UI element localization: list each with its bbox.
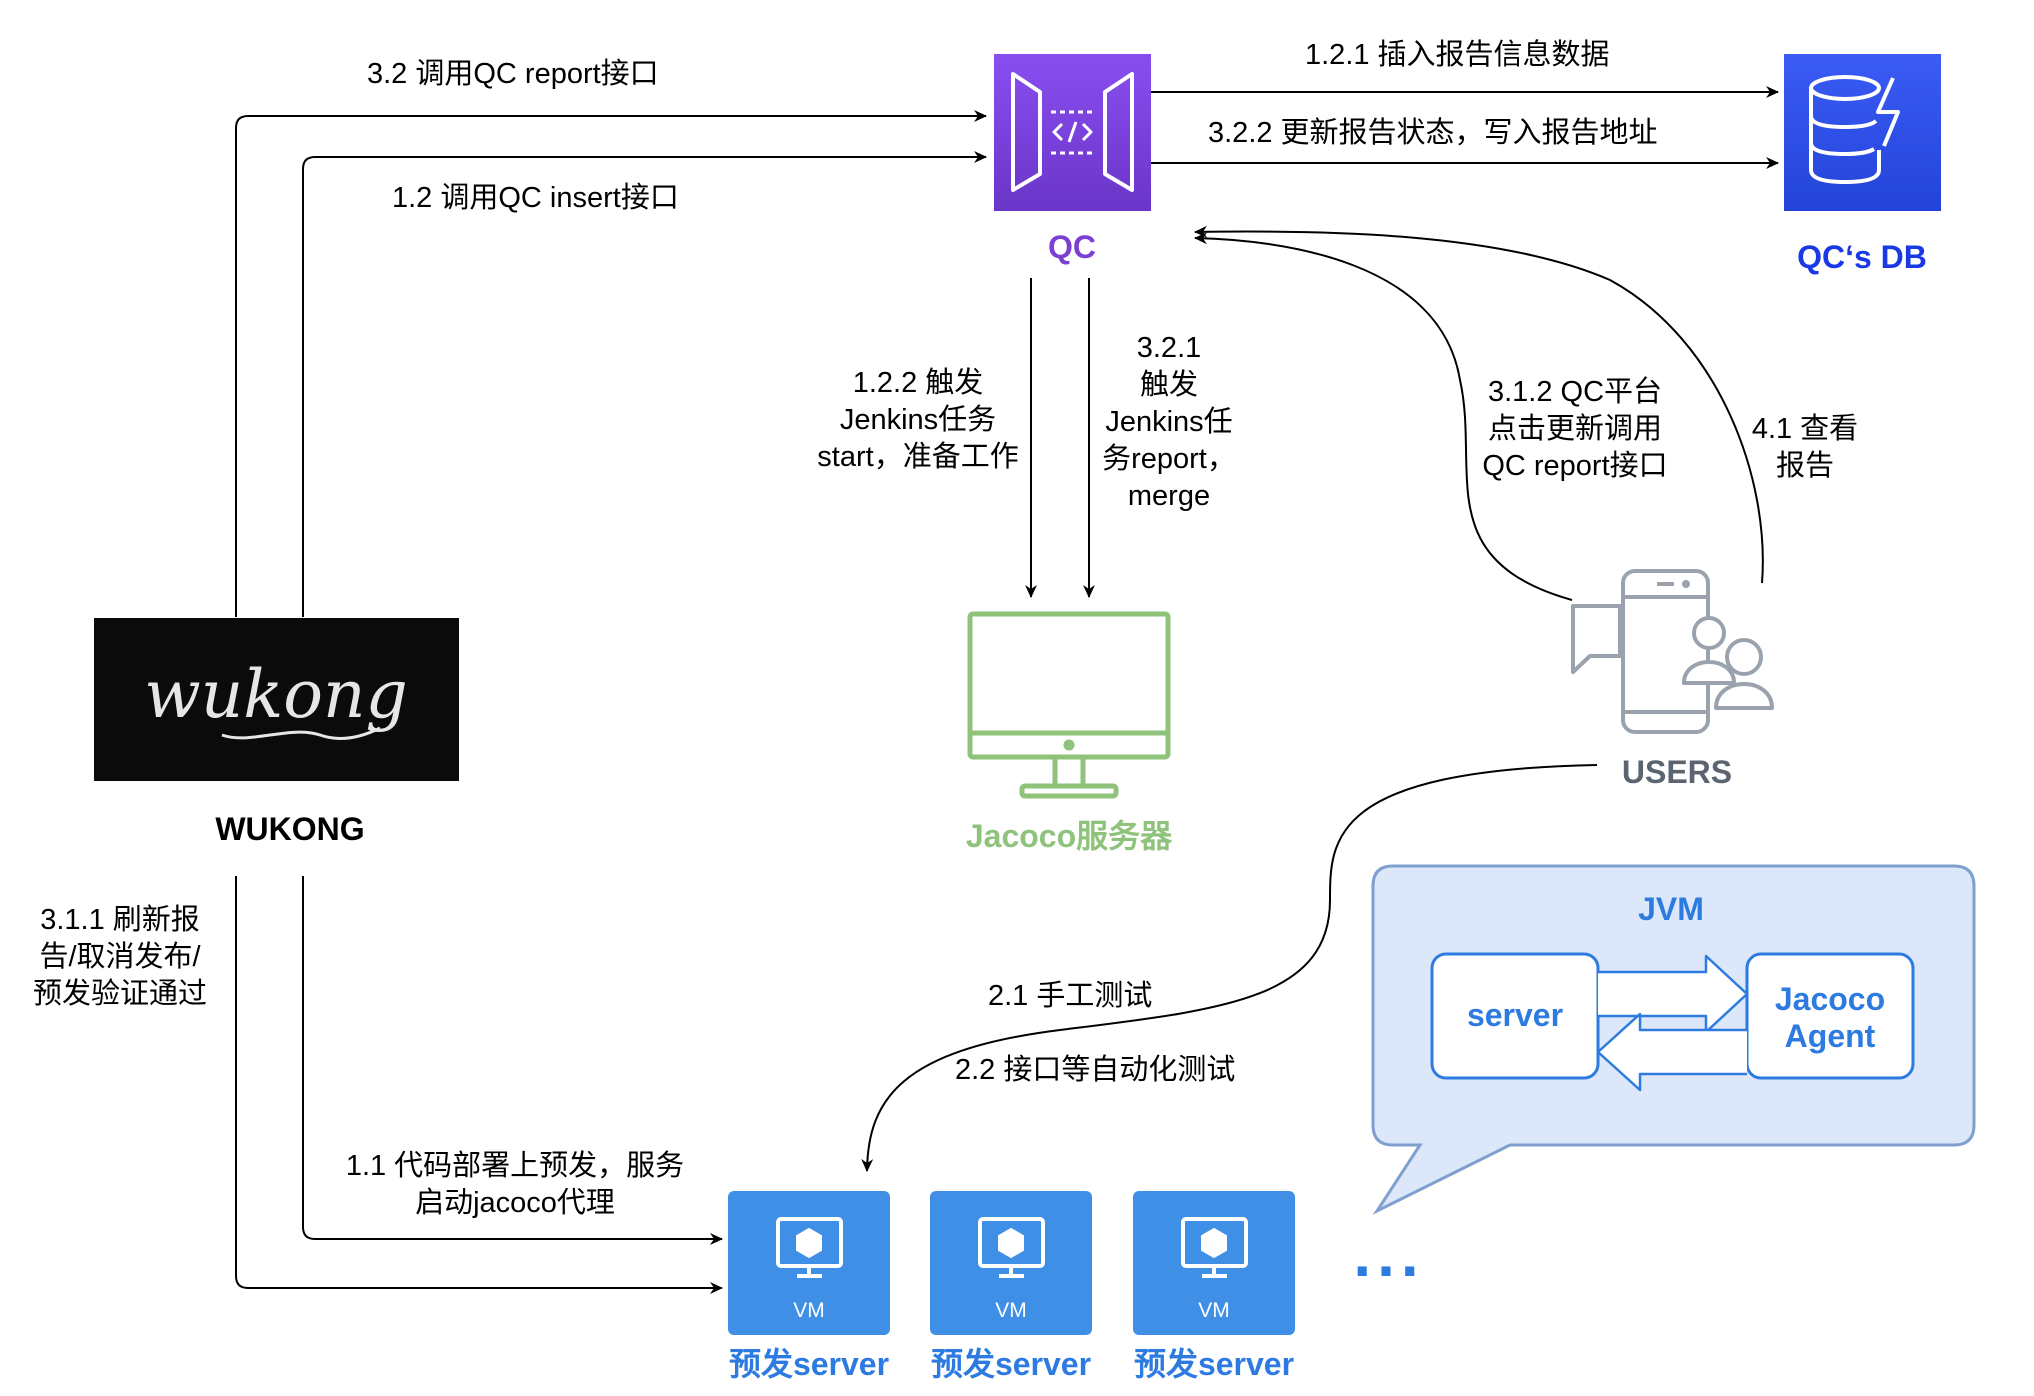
jacoco-server-label: Jacoco服务器 (965, 818, 1173, 854)
edge-3-1-1-label-3: 预发验证通过 (32, 978, 207, 1010)
vm-node-2[interactable] (930, 1191, 1092, 1335)
edge-4-1-label-2: 报告 (1775, 450, 1834, 482)
edge-1-2-1-label: 1.2.1 插入报告信息数据 (1305, 39, 1610, 71)
vm-badge-2: VM (995, 1299, 1027, 1322)
edge-1-1-line (302, 876, 723, 1245)
vm-badge-1: VM (793, 1299, 825, 1322)
edge-3-1-1-label-2: 告/取消发布/ (39, 941, 201, 973)
vm-label-2: 预发server (930, 1346, 1092, 1382)
database-icon (1809, 75, 1900, 185)
users-label: USERS (1621, 754, 1733, 790)
wukong-logo-swirl (221, 726, 381, 740)
edge-3-2-line (235, 110, 987, 617)
wukong-logo-text: wukong (144, 656, 407, 733)
vm-label-3: 预发server (1133, 1346, 1295, 1382)
connectors (235, 86, 1779, 1294)
edge-3-2-1-label-2: 触发 (1139, 369, 1198, 401)
jvm-left-arrow (1596, 1012, 1747, 1092)
edge-1-1-label-2: 启动jacoco代理 (415, 1187, 615, 1219)
edge-1-2-line (302, 151, 987, 617)
jvm-agent-label-1: Jacoco (1774, 981, 1886, 1017)
jvm-right-arrow (1598, 954, 1749, 1034)
edge-1-1-label-1: 1.1 代码部署上预发，服务 (345, 1150, 685, 1182)
edge-2-1-label: 2.1 手工测试 (988, 980, 1153, 1012)
edge-4-1-line (1194, 225, 1764, 584)
edge-3-1-2-label-2: 点击更新调用 (1487, 413, 1662, 445)
edge-1-2-2-label-3: start，准备工作 (817, 441, 1019, 473)
edge-3-2-label: 3.2 调用QC report接口 (367, 58, 659, 90)
vm-icon (776, 1217, 843, 1278)
users-icon[interactable] (1571, 569, 1774, 734)
edge-3-1-2-label-1: 3.1.2 QC平台 (1487, 376, 1663, 408)
jvm-agent-label-2: Agent (1784, 1018, 1876, 1054)
edge-3-1-2-line (1194, 232, 1573, 601)
vm-node-3[interactable] (1133, 1191, 1295, 1335)
edge-4-1-label-1: 4.1 查看 (1751, 413, 1859, 445)
jvm-server-label: server (1466, 997, 1564, 1033)
more-vms-ellipsis: ... (1353, 1218, 1425, 1290)
edge-3-1-1-label-1: 3.1.1 刷新报 (40, 904, 200, 936)
edge-3-2-2-label: 3.2.2 更新报告状态，写入报告地址 (1208, 117, 1658, 149)
edge-3-1-2-label-3: QC report接口 (1482, 450, 1668, 482)
wukong-node[interactable]: wukong (94, 618, 459, 781)
edge-3-2-1-label-5: merge (1127, 480, 1211, 512)
edge-3-2-1-label-4: 务report， (1102, 443, 1236, 475)
jacoco-server-node[interactable] (967, 611, 1171, 799)
qc-db-label: QC‘s DB (1797, 239, 1927, 275)
vm-node-1[interactable] (728, 1191, 890, 1335)
api-gateway-icon (1011, 72, 1134, 192)
vm-label-1: 预发server (728, 1346, 890, 1382)
jvm-callout (1371, 864, 1976, 1215)
vm-badge-3: VM (1198, 1299, 1230, 1322)
edge-1-2-2-label-1: 1.2.2 触发 (852, 367, 984, 399)
qc-node[interactable] (994, 54, 1151, 211)
qc-label: QC (1048, 229, 1096, 265)
qc-db-node[interactable] (1784, 54, 1941, 211)
edge-3-1-1-line (235, 876, 723, 1294)
edge-3-2-1-label-3: Jenkins任 (1105, 406, 1233, 438)
jvm-label: JVM (1638, 891, 1704, 927)
vm-icon (978, 1217, 1045, 1278)
edge-1-2-label: 1.2 调用QC insert接口 (392, 182, 679, 214)
edge-2-line (861, 764, 1598, 1172)
wukong-label: WUKONG (215, 811, 365, 847)
edge-2-2-label: 2.2 接口等自动化测试 (955, 1054, 1236, 1086)
jvm-jacoco-agent-box[interactable] (1745, 952, 1915, 1080)
vm-icon (1181, 1217, 1248, 1278)
edge-3-2-1-label-1: 3.2.1 (1136, 332, 1202, 364)
edge-1-2-2-label-2: Jenkins任务 (839, 404, 997, 436)
